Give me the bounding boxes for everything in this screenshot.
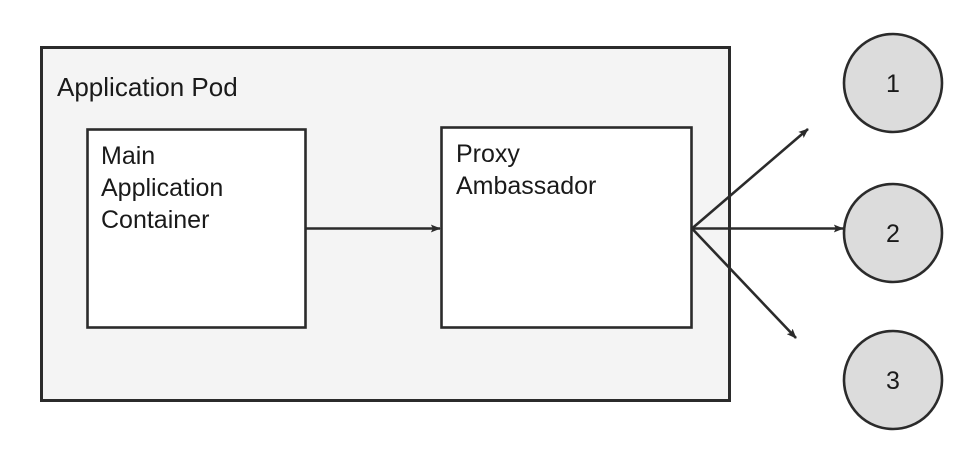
node-3-circle: [842, 329, 944, 431]
proxy-ambassador-box: [440, 126, 693, 329]
main-application-container-box: [86, 128, 307, 329]
node-1-label: 1: [886, 70, 900, 98]
proxy-ambassador-label: Proxy Ambassador: [456, 140, 597, 200]
node-2-circle: [842, 182, 944, 284]
node-3-label: 3: [886, 367, 900, 395]
node-1-circle: [842, 32, 944, 134]
arrow-proxy-to-node-3: [691, 227, 797, 339]
arrow-proxy-to-node-1: [691, 128, 809, 230]
application-pod-title: Application Pod: [57, 72, 238, 102]
main-application-container-label: Main Application Container: [101, 142, 224, 234]
node-2-label: 2: [886, 220, 900, 248]
